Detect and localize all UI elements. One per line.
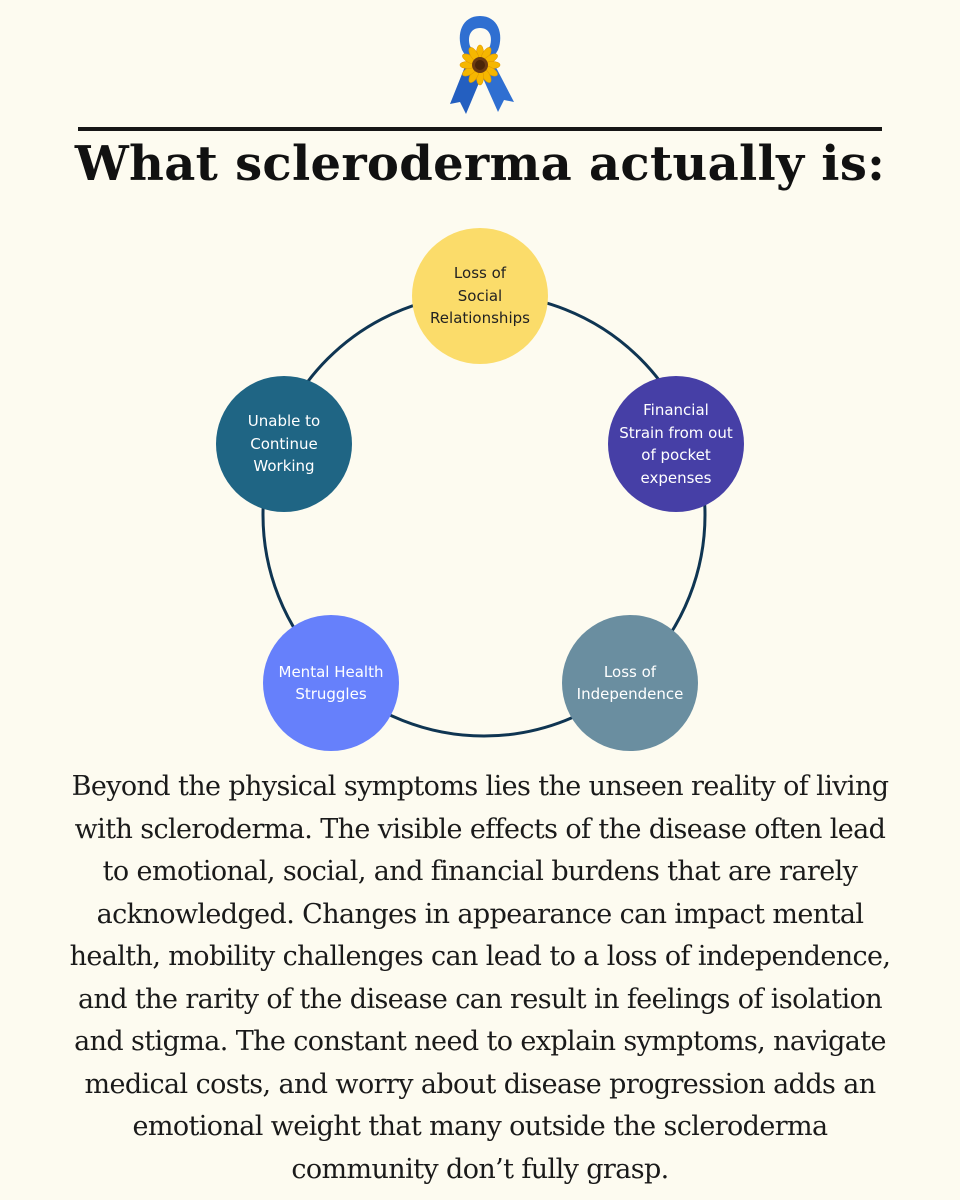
diagram-node-mental: Mental Health Struggles bbox=[263, 615, 399, 751]
node-label: Financial Strain from out of pocket expe… bbox=[619, 401, 733, 487]
diagram-node-social: Loss of Social Relationships bbox=[412, 228, 548, 364]
node-label: Loss of Independence bbox=[576, 662, 684, 704]
page-title: What scleroderma actually is: bbox=[74, 136, 886, 192]
diagram-node-financial: Financial Strain from out of pocket expe… bbox=[608, 376, 744, 512]
diagram-node-independence: Loss of Independence bbox=[562, 615, 698, 751]
node-label: Unable to Continue Working bbox=[247, 412, 321, 476]
awareness-ribbon-sunflower-icon bbox=[450, 16, 514, 114]
node-label: Mental Health Struggles bbox=[278, 662, 384, 704]
body-paragraph: Beyond the physical symptoms lies the un… bbox=[69, 771, 891, 1185]
node-label: Loss of Social Relationships bbox=[430, 264, 530, 328]
diagram-node-working: Unable to Continue Working bbox=[216, 376, 352, 512]
title-divider bbox=[78, 127, 882, 131]
